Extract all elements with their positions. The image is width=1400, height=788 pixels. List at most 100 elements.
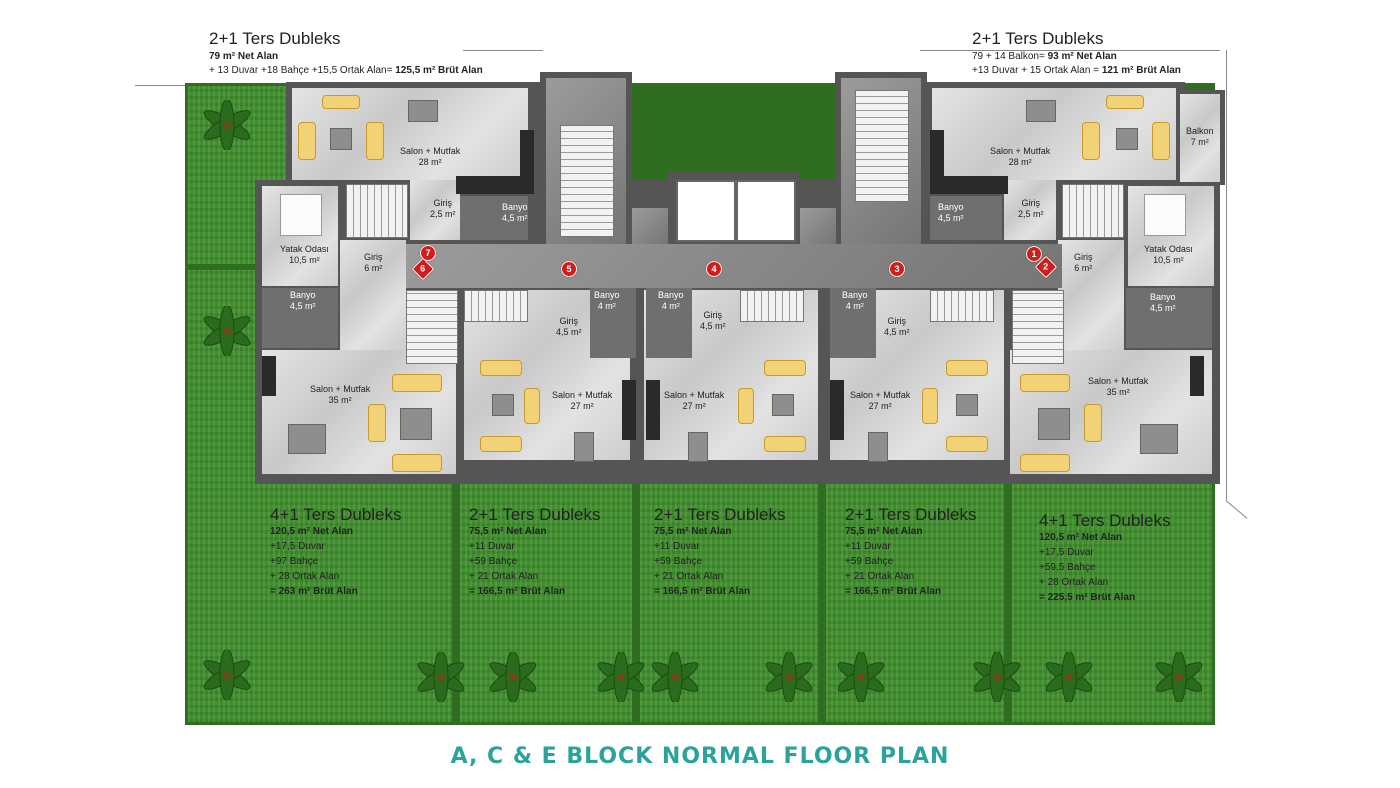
unit-common: + 28 Ortak Alan (1039, 577, 1109, 588)
coffee-table (956, 394, 978, 416)
unit-title: 4+1 Ters Dubleks (270, 505, 402, 524)
unit-net: 120,5 m² Net Alan (270, 526, 353, 537)
garden-unit-2 (460, 484, 632, 722)
u3-banyo (646, 288, 692, 358)
unit-stair-u4 (930, 290, 994, 322)
unit-title: 2+1 Ters Dubleks (845, 505, 977, 524)
palm-tree-icon (651, 652, 699, 702)
garden-hedge (188, 264, 258, 270)
unit-gross: = 263 m² Brüt Alan (270, 586, 358, 597)
u4-banyo (830, 288, 876, 358)
tl-banyo (460, 196, 528, 240)
palm-tree-icon (973, 652, 1021, 702)
unit-net: 120,5 m² Net Alan (1039, 532, 1122, 543)
top-right-unit-title: 2+1 Ters Dubleks (972, 29, 1104, 48)
unit-wall: +17,5 Duvar (270, 541, 325, 552)
unit-stair-u2 (464, 290, 528, 322)
top-right-unit-net: 79 + 14 Balkon= 93 m² Net Alan (972, 51, 1117, 62)
top-left-unit-title: 2+1 Ters Dubleks (209, 29, 341, 48)
l-yatak-floor (262, 186, 338, 286)
dining-table (1140, 424, 1178, 454)
unit-net: 75,5 m² Net Alan (845, 526, 923, 537)
sofa (1084, 404, 1102, 442)
unit-stair-l (406, 290, 458, 364)
unit-marker-4: 4 (706, 261, 722, 277)
unit-garden: +97 Bahçe (270, 556, 319, 567)
unit-wall: +17,5 Duvar (1039, 547, 1094, 558)
coffee-table (772, 394, 794, 416)
unit-marker-1: 1 (1026, 246, 1042, 262)
core-lobby (800, 208, 836, 244)
coffee-table (1038, 408, 1070, 440)
r-banyo (1126, 288, 1212, 348)
unit-stair-u3 (740, 290, 804, 322)
garden-left-top-strip (258, 86, 288, 183)
r-giris-floor (1058, 240, 1124, 350)
common-corridor (406, 244, 1062, 288)
tl-kitchen (456, 176, 520, 194)
dining-table (574, 432, 594, 462)
palm-tree-icon (203, 306, 251, 356)
unit-gross: = 166,5 m² Brüt Alan (654, 586, 751, 597)
site-boundary-line (135, 85, 187, 86)
unit-wall: +11 Duvar (469, 541, 515, 552)
sofa (764, 360, 806, 376)
site-boundary-line (463, 50, 543, 51)
palm-tree-icon (765, 652, 813, 702)
unit-garden: +59 Bahçe (654, 556, 703, 567)
coffee-table (400, 408, 432, 440)
palm-tree-icon (203, 100, 251, 150)
dining-table (868, 432, 888, 462)
unit-net: 75,5 m² Net Alan (469, 526, 547, 537)
sofa (480, 436, 522, 452)
unit-marker-3: 3 (889, 261, 905, 277)
u2-banyo (590, 288, 636, 358)
unit-garden: +59,5 Bahçe (1039, 562, 1096, 573)
coffee-table (492, 394, 514, 416)
dining-table (1026, 100, 1056, 122)
palm-tree-icon (1155, 652, 1203, 702)
u4-kitchen (830, 380, 844, 440)
core-lobby (632, 208, 668, 244)
sofa (1082, 122, 1100, 160)
elevator-right (736, 180, 796, 242)
unit-common: + 21 Ortak Alan (845, 571, 915, 582)
sofa (738, 388, 754, 424)
site-boundary-line (1225, 500, 1248, 519)
palm-tree-icon (597, 652, 645, 702)
u2-kitchen (622, 380, 636, 440)
garden-left (188, 86, 258, 722)
elevator-left (676, 180, 736, 242)
unit-stair-tr (1062, 184, 1124, 238)
dining-chairs (322, 95, 360, 109)
unit-gross: = 225,5 m² Brüt Alan (1039, 592, 1136, 603)
l-banyo (262, 288, 338, 348)
unit-common: + 21 Ortak Alan (469, 571, 539, 582)
sofa (1020, 454, 1070, 472)
dining-table (288, 424, 326, 454)
l-giris-floor (340, 240, 406, 350)
unit-stair-tl (346, 184, 408, 238)
garden-unit-4 (826, 484, 1004, 722)
palm-tree-icon (1045, 652, 1093, 702)
sofa (922, 388, 938, 424)
sofa (366, 122, 384, 160)
sofa (392, 454, 442, 472)
tl-kitchen (520, 130, 534, 194)
sofa (946, 360, 988, 376)
palm-tree-icon (837, 652, 885, 702)
